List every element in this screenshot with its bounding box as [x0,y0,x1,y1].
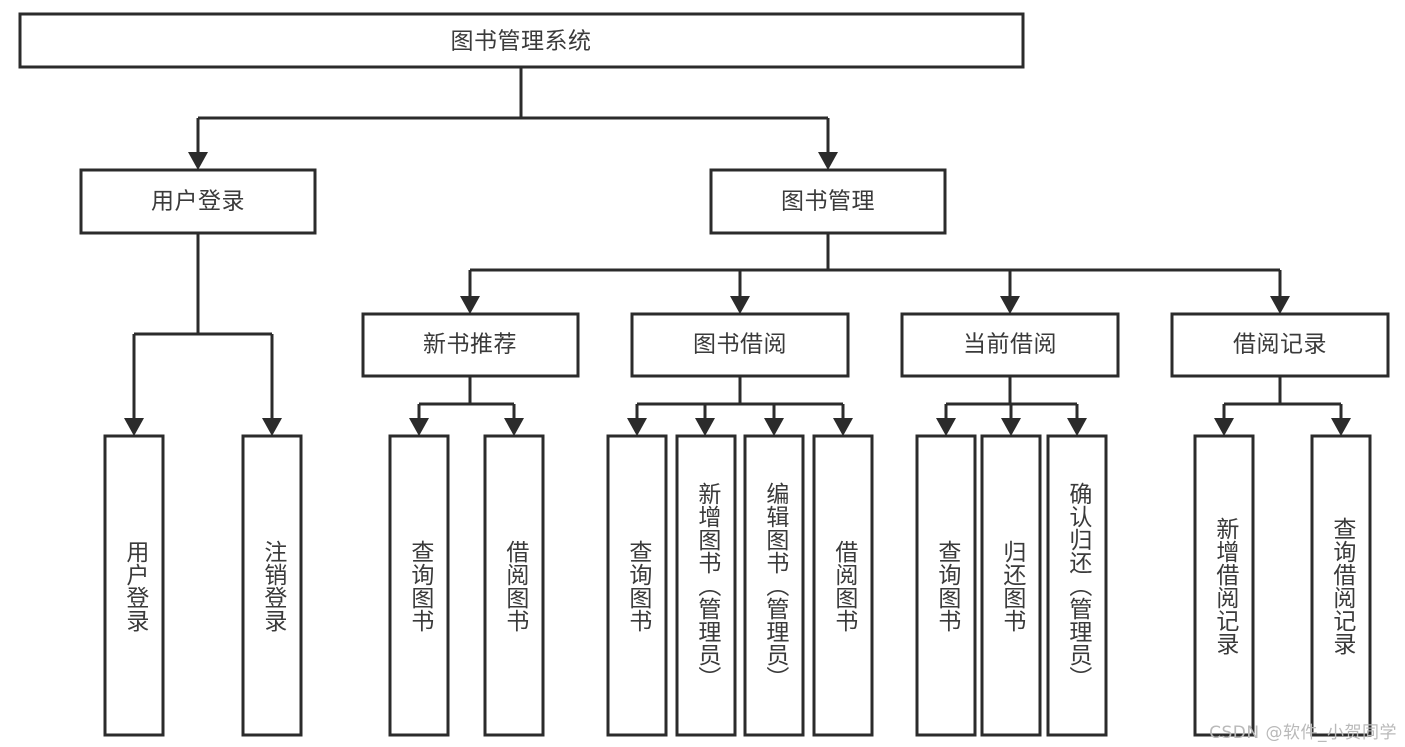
arrow-icon-user-login [188,152,208,170]
leaf-box-borrow-edit[interactable] [743,434,805,737]
node-new-book-box[interactable] [361,312,580,378]
node-current-borrow-label: 当前借阅 [963,332,1057,358]
leaf-box-group [103,434,1372,737]
leaf-box-current-return[interactable] [980,434,1042,737]
node-book-manage-label: 图书管理 [781,189,875,215]
arrow-icon-leaf-book-borrow-3 [764,418,784,436]
node-borrow-records-box[interactable] [1170,312,1390,378]
leaf-box-logout[interactable] [241,434,303,737]
arrow-icon-borrow-records [1270,296,1290,314]
leaf-box-current-confirm[interactable] [1046,434,1108,737]
arrow-icon-new-book [460,296,480,314]
node-book-manage-box[interactable] [709,168,947,235]
node-user-login[interactable]: 用户登录 [79,168,317,235]
arrow-icon-current-borrow [1000,296,1020,314]
arrow-icon-leaf-borrow-records-1 [1214,418,1234,436]
node-borrow-records-label: 借阅记录 [1233,332,1327,358]
node-root-box[interactable] [18,12,1025,69]
arrow-icon-book-borrow [730,296,750,314]
leaf-box-records-query[interactable] [1310,434,1372,737]
leaf-box-newbook-borrow[interactable] [483,434,545,737]
arrowhead-group [124,152,1351,436]
leaf-box-borrow-add[interactable] [675,434,737,737]
node-new-book-label: 新书推荐 [423,332,517,358]
arrow-icon-leaf-current-borrow-2 [1001,418,1021,436]
leaf-box-borrow-query[interactable] [606,434,668,737]
node-user-login-box[interactable] [79,168,317,235]
arrow-icon-leaf-new-book-1 [409,418,429,436]
arrow-icon-leaf-current-borrow-1 [936,418,956,436]
node-book-manage[interactable]: 图书管理 [709,168,947,235]
node-book-borrow-box[interactable] [630,312,850,378]
node-current-borrow[interactable]: 当前借阅 [900,312,1120,378]
arrow-icon-leaf-new-book-2 [504,418,524,436]
leaf-box-borrow-lend[interactable] [812,434,874,737]
leaf-box-user-login[interactable] [103,434,165,737]
arrow-icon-leaf-user-login-1 [124,418,144,436]
node-current-borrow-box[interactable] [900,312,1120,378]
node-book-borrow-label: 图书借阅 [693,332,787,358]
node-new-book[interactable]: 新书推荐 [361,312,580,378]
leaf-box-newbook-query[interactable] [388,434,450,737]
node-root[interactable]: 图书管理系统 [18,12,1025,69]
watermark-text: CSDN @软件_小贺同学 [1209,723,1397,743]
connector-group [132,67,1343,418]
arrow-icon-leaf-borrow-records-2 [1331,418,1351,436]
node-user-login-label: 用户登录 [151,189,245,215]
arrow-icon-leaf-book-borrow-1 [627,418,647,436]
arrow-icon-leaf-book-borrow-4 [833,418,853,436]
arrow-icon-leaf-user-login-2 [262,418,282,436]
node-book-borrow[interactable]: 图书借阅 [630,312,850,378]
leaf-box-records-add[interactable] [1193,434,1255,737]
arrow-icon-book-manage [818,152,838,170]
node-root-label: 图书管理系统 [451,29,592,55]
arrow-icon-leaf-book-borrow-2 [695,418,715,436]
arrow-icon-leaf-current-borrow-3 [1067,418,1087,436]
node-borrow-records[interactable]: 借阅记录 [1170,312,1390,378]
leaf-box-current-query[interactable] [915,434,977,737]
